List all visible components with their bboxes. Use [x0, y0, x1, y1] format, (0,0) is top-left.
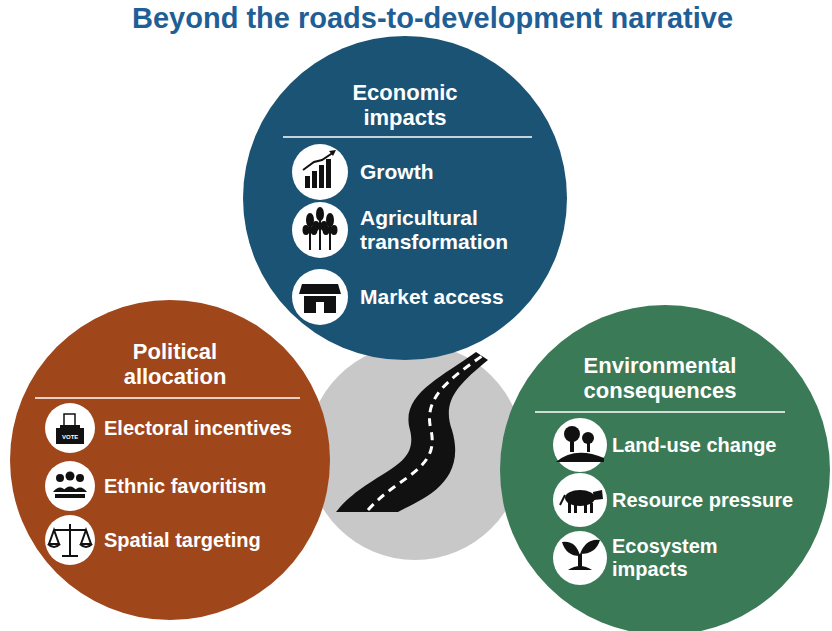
scales-icon	[48, 524, 92, 556]
store-icon	[299, 284, 341, 313]
item-text: Spatial targeting	[104, 529, 261, 552]
hub-circle	[307, 344, 523, 560]
ballot-icon	[56, 414, 84, 444]
sprout-icon	[562, 540, 600, 570]
icon-label: VOTE	[62, 434, 78, 440]
icon-discs	[45, 144, 607, 585]
circle-heading: Political allocation	[90, 339, 260, 390]
topic-circle: Economic impactsGrowthAgricultural trans…	[243, 36, 567, 360]
land-icon	[556, 426, 604, 462]
growth-icon	[303, 150, 336, 188]
road-shape	[336, 352, 488, 512]
topic-circle: Political allocationElectoral incentives…	[10, 300, 330, 620]
cow-icon	[560, 490, 603, 513]
item-text: Resource pressure	[612, 489, 793, 512]
item-text: Ethnic favoritism	[104, 475, 266, 498]
item-text: Ecosystem impacts	[612, 535, 782, 581]
diagram-title: Beyond the roads-to-development narrativ…	[132, 2, 733, 35]
road-centerline	[368, 356, 482, 510]
wheat-icon	[304, 208, 337, 250]
heading-rules	[35, 137, 785, 412]
people-icon	[53, 472, 87, 499]
circle-heading: Economic impacts	[325, 80, 485, 131]
item-text: Growth	[360, 160, 434, 184]
item-text: Land-use change	[612, 434, 776, 457]
topic-circle: Environmental consequencesLand-use chang…	[500, 305, 830, 631]
item-text: Electoral incentives	[104, 417, 292, 440]
item-text: Agricultural transformation	[360, 206, 540, 254]
item-text: Market access	[360, 285, 504, 309]
circle-heading: Environmental consequences	[545, 353, 775, 404]
